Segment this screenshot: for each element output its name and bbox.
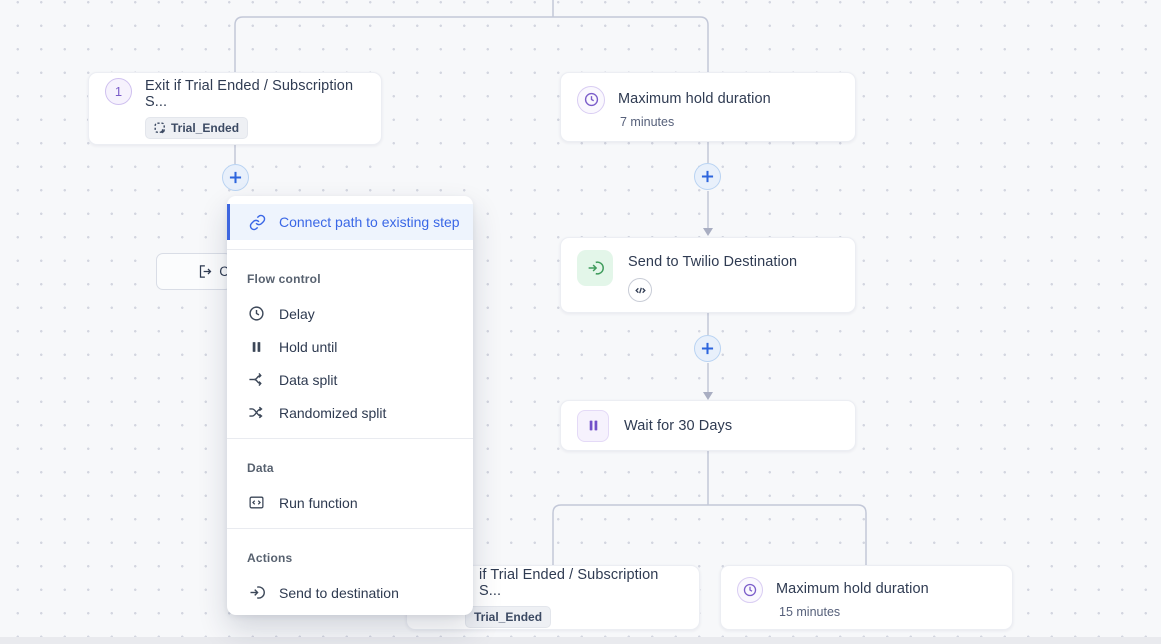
audience-icon bbox=[154, 122, 165, 134]
add-step-button[interactable] bbox=[222, 164, 249, 191]
menu-item-label: Randomized split bbox=[279, 404, 387, 421]
audience-tag-label: Trial_Ended bbox=[171, 121, 240, 135]
menu-item-label: Run function bbox=[279, 494, 358, 511]
exit-icon bbox=[200, 265, 212, 278]
link-icon bbox=[248, 214, 267, 231]
menu-item-run-function[interactable]: Run function bbox=[227, 486, 473, 519]
add-step-menu: Connect path to existing step Flow contr… bbox=[227, 196, 473, 615]
send-to-destination-icon bbox=[577, 250, 613, 286]
add-step-button[interactable] bbox=[694, 335, 721, 362]
node-title: Maximum hold duration bbox=[776, 580, 929, 597]
node-wait-for-30-days[interactable]: Wait for 30 Days bbox=[560, 400, 856, 451]
menu-item-label: Data split bbox=[279, 371, 338, 388]
audience-tag: Trial_Ended bbox=[145, 117, 249, 139]
plus-icon bbox=[701, 342, 714, 355]
add-step-button[interactable] bbox=[694, 163, 721, 190]
menu-item-label: Hold until bbox=[279, 338, 338, 355]
menu-divider bbox=[227, 528, 473, 529]
plus-icon bbox=[229, 171, 242, 184]
node-exit-if-trial-ended[interactable]: 1 Exit if Trial Ended / Subscription S..… bbox=[88, 72, 382, 145]
clock-icon bbox=[577, 85, 605, 114]
pause-icon bbox=[247, 340, 266, 354]
menu-item-label: Delay bbox=[279, 305, 315, 322]
audience-tag-label: Trial_Ended bbox=[474, 610, 543, 624]
audience-tag: Trial_Ended bbox=[465, 606, 552, 628]
partial-button-label: C bbox=[219, 264, 229, 279]
menu-item-label: Connect path to existing step bbox=[279, 214, 460, 230]
menu-item-data-split[interactable]: Data split bbox=[227, 363, 473, 396]
node-title: Send to Twilio Destination bbox=[628, 254, 798, 270]
code-icon bbox=[247, 494, 266, 511]
menu-divider bbox=[227, 249, 473, 250]
menu-divider bbox=[227, 438, 473, 439]
data-split-icon bbox=[247, 371, 266, 388]
menu-item-hold-until[interactable]: Hold until bbox=[227, 330, 473, 363]
send-to-destination-icon bbox=[247, 584, 266, 601]
menu-item-label: Send to destination bbox=[279, 584, 399, 601]
shuffle-icon bbox=[247, 404, 266, 421]
menu-item-send-to-destination[interactable]: Send to destination bbox=[227, 576, 473, 609]
node-title: Wait for 30 Days bbox=[624, 417, 733, 434]
clock-icon bbox=[247, 305, 266, 322]
clock-icon bbox=[737, 576, 763, 603]
node-maximum-hold-duration-top[interactable]: Maximum hold duration 7 minutes bbox=[560, 72, 856, 142]
plus-icon bbox=[701, 170, 714, 183]
menu-section-header: Data bbox=[247, 461, 274, 475]
menu-section-header: Actions bbox=[247, 551, 293, 565]
menu-section-header: Flow control bbox=[247, 272, 321, 286]
node-subtitle: 7 minutes bbox=[620, 114, 675, 129]
code-destination-badge bbox=[628, 278, 652, 302]
node-title: if Trial Ended / Subscription S... bbox=[479, 567, 659, 599]
menu-item-connect-path[interactable]: Connect path to existing step bbox=[227, 204, 473, 240]
step-number-badge: 1 bbox=[105, 78, 132, 105]
canvas-bottom-edge bbox=[0, 637, 1161, 644]
partial-connect-button[interactable]: C bbox=[156, 253, 232, 290]
code-icon bbox=[634, 287, 646, 293]
menu-item-randomized-split[interactable]: Randomized split bbox=[227, 396, 473, 429]
node-title: Exit if Trial Ended / Subscription S... bbox=[145, 78, 354, 110]
node-send-to-twilio-destination[interactable]: Send to Twilio Destination bbox=[560, 237, 856, 313]
node-maximum-hold-duration-bottom[interactable]: Maximum hold duration 15 minutes bbox=[720, 565, 1013, 630]
node-subtitle: 15 minutes bbox=[779, 604, 841, 619]
node-title: Maximum hold duration bbox=[618, 90, 771, 107]
menu-item-delay[interactable]: Delay bbox=[227, 297, 473, 330]
pause-icon bbox=[577, 409, 609, 442]
